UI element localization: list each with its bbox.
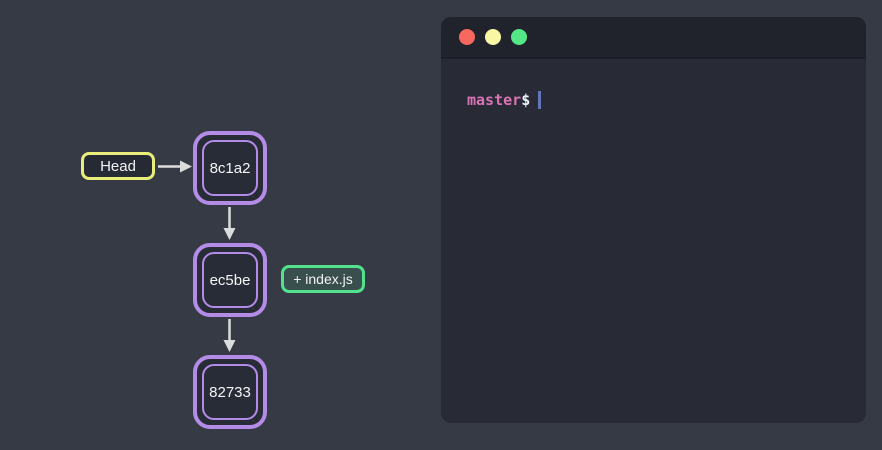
commit-id: ec5be — [209, 271, 251, 289]
prompt-line: master$ — [467, 91, 846, 109]
commit-id: 82733 — [209, 383, 251, 401]
commit-node-82733: 82733 — [193, 355, 267, 429]
commit-node-inner: 82733 — [202, 364, 258, 420]
file-change-label-text: + index.js — [293, 271, 353, 287]
head-label-text: Head — [100, 157, 136, 175]
terminal-window: master$ — [441, 17, 866, 423]
terminal-body[interactable]: master$ — [441, 59, 866, 109]
arrow-down-icon — [223, 319, 236, 352]
terminal-cursor — [538, 91, 542, 109]
minimize-button[interactable] — [485, 29, 501, 45]
commit-id: 8c1a2 — [209, 159, 251, 177]
terminal-titlebar — [441, 17, 866, 59]
commit-node-inner: ec5be — [202, 252, 258, 308]
commit-node-inner: 8c1a2 — [202, 140, 258, 196]
prompt-symbol: $ — [521, 91, 531, 109]
commit-node-ec5be: ec5be — [193, 243, 267, 317]
arrow-down-icon — [223, 207, 236, 240]
head-label: Head — [81, 152, 155, 180]
commit-node-8c1a2: 8c1a2 — [193, 131, 267, 205]
zoom-button[interactable] — [511, 29, 527, 45]
file-change-label: + index.js — [281, 265, 365, 293]
prompt-branch: master — [467, 91, 522, 109]
close-button[interactable] — [459, 29, 475, 45]
arrow-right-icon — [158, 160, 192, 173]
